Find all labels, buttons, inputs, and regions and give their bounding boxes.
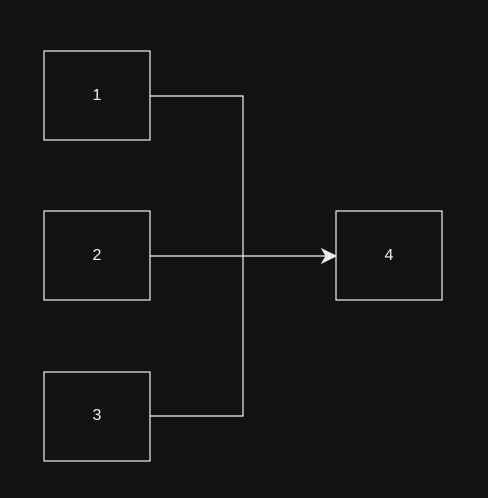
edges-group	[150, 95, 338, 417]
edge-1-to-4[interactable]	[150, 95, 244, 256]
node-4[interactable]: 4	[335, 210, 443, 301]
node-2-box[interactable]	[43, 210, 151, 301]
node-3[interactable]: 3	[43, 371, 151, 462]
node-2-label: 2	[93, 247, 102, 264]
node-1-box[interactable]	[43, 50, 151, 141]
node-4-label: 4	[385, 247, 394, 264]
node-2[interactable]: 2	[43, 210, 151, 301]
node-3-box[interactable]	[43, 371, 151, 462]
node-3-label: 3	[93, 407, 102, 424]
node-4-box[interactable]	[335, 210, 443, 301]
arrowhead-icon	[320, 247, 338, 265]
node-1-label: 1	[93, 87, 102, 104]
node-1[interactable]: 1	[43, 50, 151, 141]
edge-3-to-4[interactable]	[150, 256, 244, 417]
